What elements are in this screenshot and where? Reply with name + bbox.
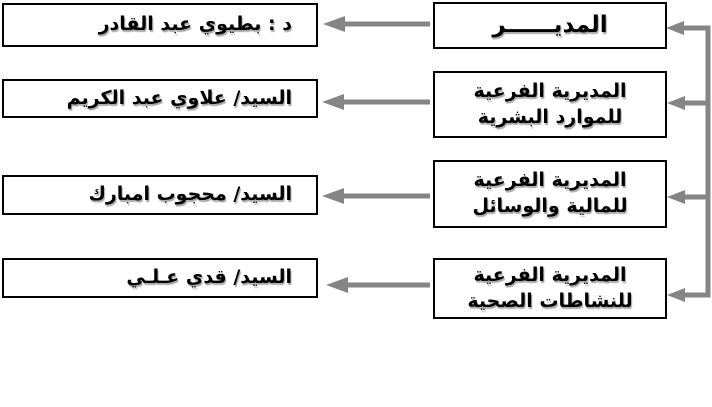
node-subdirectorate-finance: المديرية الفرعية للمالية والوسائل — [433, 160, 667, 228]
node-finance-label-line1: المديرية الفرعية — [473, 169, 627, 192]
right-trunk-connector — [666, 21, 711, 302]
node-hr-label-line2: للموارد البشرية — [477, 105, 623, 128]
hr-head-name-label: السيد/ علاوي عبد الكريم — [66, 86, 292, 109]
branch-arrow-health — [667, 288, 710, 302]
node-director-name: د : بطيوي عبد القادر — [2, 3, 318, 47]
arrow-health-to-name — [326, 277, 430, 293]
node-hr-head-name: السيد/ علاوي عبد الكريم — [2, 79, 318, 118]
node-subdirectorate-hr: المديرية الفرعية للموارد البشرية — [433, 71, 667, 138]
arrow-director-to-name — [323, 16, 430, 32]
node-health-label-line1: المديرية الفرعية — [473, 263, 627, 286]
finance-head-name-label: السيد/ محجوب امبارك — [88, 183, 292, 206]
node-director-label: المديــــــر — [492, 11, 608, 38]
arrow-finance-to-name — [322, 188, 430, 204]
node-hr-label-line1: المديرية الفرعية — [473, 79, 627, 102]
node-director: المديــــــر — [433, 2, 667, 49]
director-name-label: د : بطيوي عبد القادر — [98, 13, 292, 36]
node-finance-label-line2: للمالية والوسائل — [472, 195, 628, 217]
branch-arrow-finance — [667, 190, 710, 204]
health-head-name-label: السيد/ قدي عـلـي — [126, 266, 292, 289]
node-finance-head-name: السيد/ محجوب امبارك — [2, 175, 318, 215]
node-health-head-name: السيد/ قدي عـلـي — [2, 258, 318, 298]
branch-arrow-hr — [667, 96, 710, 110]
node-subdirectorate-health: المديرية الفرعية للنشاطات الصحية — [433, 258, 667, 319]
branch-arrow-director — [666, 21, 710, 35]
arrow-hr-to-name — [322, 94, 430, 110]
node-health-label-line2: للنشاطات الصحية — [467, 289, 633, 312]
